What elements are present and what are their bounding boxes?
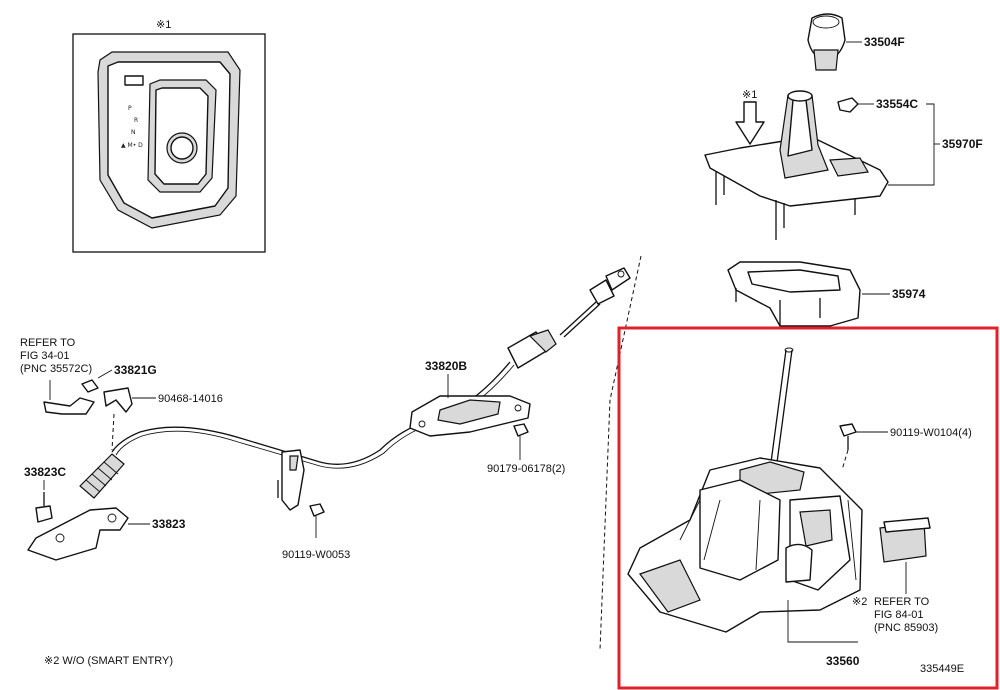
bolt-33823C-part[interactable]: 33823C [24, 465, 66, 523]
cable-clevis [507, 267, 631, 369]
arrow-marker: ※1 [742, 89, 757, 101]
cable-boot-left [79, 453, 125, 499]
label-90468: 90468-14016 [158, 393, 223, 405]
ref2-line3: (PNC 85903) [874, 622, 938, 634]
ref1-line1: REFER TO [20, 337, 76, 349]
label-90179: 90179-06178(2) [487, 463, 565, 475]
label-33823: 33823 [152, 517, 186, 531]
dashed-leader-line [599, 255, 642, 651]
label-90119-W0053: 90119-W0053 [282, 549, 350, 561]
shift-letter-d: ▲ M• D [121, 142, 143, 149]
cable-bracket-middle [277, 449, 305, 511]
shift-lever-assembly-33560[interactable]: 33560 [627, 347, 863, 668]
clip-33554C-icon [837, 97, 859, 113]
label-33554C: 33554C [876, 97, 918, 111]
ref2-line1: REFER TO [874, 596, 930, 608]
highlight-box [617, 326, 999, 690]
shift-letter-p: P [128, 105, 132, 112]
clip-33821G-part[interactable]: 33821G [81, 363, 157, 393]
ref2-line2: FIG 84-01 [874, 609, 924, 621]
label-33504F: 33504F [864, 35, 905, 49]
screw-90119-W0104[interactable]: 90119-W0104(4) [839, 423, 972, 471]
clip-90468-part[interactable]: 90468-14016 [103, 387, 223, 451]
inset-marker: ※1 [156, 19, 171, 31]
bolt-90119-W0053[interactable]: 90119-W0053 [282, 503, 350, 561]
label-33560: 33560 [826, 654, 860, 668]
label-35970F: 35970F [942, 137, 983, 151]
smart-entry-module[interactable] [879, 517, 931, 594]
nut-90179-part[interactable]: 90179-06178(2) [487, 423, 565, 475]
cable-retainer-33820B[interactable]: 33820B [409, 359, 531, 437]
shift-boot-assembly[interactable]: ※1 33554C 35970F [704, 89, 983, 240]
shift-letter-n: N [131, 129, 136, 136]
bracket-35974-part[interactable]: 35974 [727, 261, 926, 327]
shift-letter-r: R [134, 117, 138, 124]
figure-id: 335449E [920, 663, 964, 675]
ref-clip-left [43, 380, 95, 415]
indicator-lamp-icon [124, 75, 144, 86]
bracket-33823-part[interactable]: 33823 [27, 507, 186, 561]
label-33820B: 33820B [425, 359, 467, 373]
inset-bezel-view: ※1 P R N ▲ M• D [72, 19, 266, 253]
ref1-line3: (PNC 35572C) [20, 363, 92, 375]
down-arrow-icon [735, 101, 765, 145]
footnote: ※2 W/O (SMART ENTRY) [44, 655, 173, 667]
shift-knob-part[interactable]: 33504F [807, 13, 905, 71]
ref1-line2: FIG 34-01 [20, 350, 70, 362]
label-33823C: 33823C [24, 465, 66, 479]
label-35974: 35974 [892, 287, 926, 301]
label-90119-W0104: 90119-W0104(4) [890, 427, 972, 439]
label-33821G: 33821G [114, 363, 157, 377]
ref2-mark: ※2 [852, 596, 867, 608]
